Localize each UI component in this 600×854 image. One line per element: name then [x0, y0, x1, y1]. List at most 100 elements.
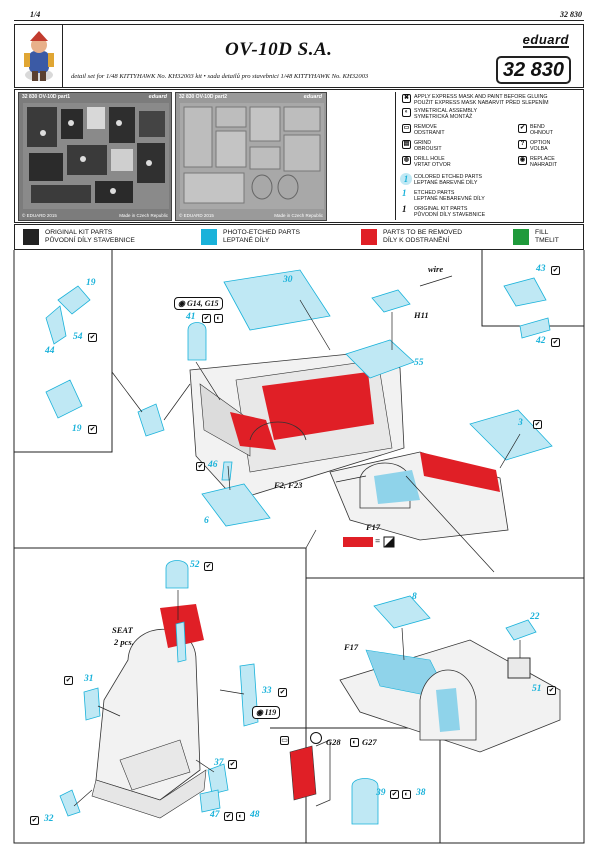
- pe-part-43: [503, 277, 547, 307]
- symmetrical-icon: ◐: [402, 108, 411, 117]
- label-part-41: 41: [186, 312, 196, 322]
- fret-part2: 32 830 OV-10D part2 eduard © EDUARD 2015…: [175, 92, 327, 221]
- bend-check-51: ✔: [547, 686, 556, 695]
- colored-etched-icon: 1: [400, 173, 412, 185]
- bend-check-46: ✔: [196, 462, 205, 471]
- label-f17-step1: F17: [366, 522, 381, 532]
- bend-check-54: ✔: [88, 333, 97, 342]
- remove-area-console: [262, 372, 374, 440]
- label-seat-qty: 2 pcs.: [114, 637, 134, 647]
- fret-part2-copyright: © EDUARD 2015: [179, 213, 214, 218]
- pe-part-55: [345, 339, 415, 379]
- remove-check-panel: ▭: [280, 736, 289, 745]
- remove-area-rear: [420, 452, 500, 492]
- remove-icon: ▭: [402, 124, 411, 133]
- document-subtitle: detail set for 1/48 KITTYHAWK No. KH3200…: [71, 73, 369, 80]
- label-part-3: 3: [518, 418, 523, 428]
- label-part-6: 6: [204, 516, 209, 526]
- pe-part-54: [45, 305, 67, 345]
- label-fill-equals: =: [375, 536, 381, 546]
- bend-check-52: ✔: [204, 562, 213, 571]
- label-g14-g15: ◉ G14, G15: [174, 297, 223, 310]
- label-part-55: 55: [414, 358, 424, 368]
- cockpit-tub: [189, 351, 509, 541]
- symmetrical-check-39: ◐: [402, 790, 411, 799]
- eduard-brand: eduard: [522, 32, 569, 48]
- fret-part1-copyright: © EDUARD 2015: [22, 213, 57, 218]
- etched-icon: 1: [402, 188, 407, 198]
- bend-check-39: ✔: [390, 790, 399, 799]
- label-part-44: 44: [45, 346, 55, 356]
- label-h11: H11: [414, 310, 429, 320]
- bend-check-43: ✔: [551, 266, 560, 275]
- kit-number-box: 32 830: [495, 56, 571, 84]
- bend-check-37: ✔: [228, 760, 237, 769]
- symmetrical-check-g27: ◐: [350, 738, 359, 747]
- bend-check-19b: ✔: [88, 425, 97, 434]
- label-part-46: 46: [208, 460, 218, 470]
- fret-part1-made: Made in Czech Republic: [119, 213, 168, 218]
- document-title: OV-10D S.A.: [225, 39, 333, 60]
- top-rule: [14, 20, 584, 21]
- pe-part-42: [519, 317, 551, 339]
- pe-seat-strap: [175, 621, 187, 663]
- label-i19: ◉ I19: [252, 706, 281, 719]
- fret-part1-brand: eduard: [148, 94, 167, 100]
- label-part-48: 48: [250, 810, 260, 820]
- pe-color-swatch: [201, 229, 217, 245]
- label-part-19b: 19: [72, 424, 82, 434]
- bend-check-33: ✔: [278, 688, 287, 697]
- pe-part-19a: [57, 285, 91, 315]
- pe-part-46: [221, 461, 233, 481]
- remove-color-swatch: [361, 229, 377, 245]
- label-seat: SEAT: [112, 625, 133, 635]
- bend-check-42: ✔: [551, 338, 560, 347]
- pe-part-39: [351, 778, 379, 825]
- replace-icon-g28: [310, 732, 322, 744]
- label-f17-step3: F17: [344, 642, 359, 652]
- label-part-47: 47: [210, 810, 220, 820]
- pe-part-47: [199, 789, 221, 813]
- replace-icon: ◉: [518, 156, 527, 165]
- pe-part-22: [505, 619, 537, 641]
- symmetrical-check-47: ◐: [236, 812, 245, 821]
- label-part-22: 22: [530, 612, 540, 622]
- label-part-52: 52: [190, 560, 200, 570]
- option-icon: ?: [518, 140, 527, 149]
- kit-part-box-51: [507, 657, 531, 679]
- pe-seat-panel-red: [289, 745, 317, 801]
- kit-number-top: 32 830: [560, 10, 582, 19]
- bend-check-3: ✔: [533, 420, 542, 429]
- rear-tub: [339, 639, 561, 753]
- pe-part-37: [207, 763, 229, 795]
- bend-check-32: ✔: [30, 816, 39, 825]
- fret-part1: 32 830 OV-10D part1 eduard © EDUARD 2015…: [18, 92, 172, 221]
- label-part-38: 38: [416, 788, 426, 798]
- header-box: OV-10D S.A. detail set for 1/48 KITTYHAW…: [14, 24, 584, 88]
- express-mask-icon: ✖: [402, 94, 411, 103]
- label-part-54: 54: [73, 332, 83, 342]
- label-g27: G27: [362, 737, 377, 747]
- label-f2-f23: F2, F23: [274, 480, 303, 490]
- page-number: 1/4: [30, 10, 41, 19]
- label-part-19a: 19: [86, 278, 96, 288]
- replace-icon-g14: ◉: [178, 299, 187, 308]
- pe-part-32: [59, 789, 81, 817]
- label-part-32: 32: [44, 814, 54, 824]
- fret-part2-brand: eduard: [303, 94, 322, 100]
